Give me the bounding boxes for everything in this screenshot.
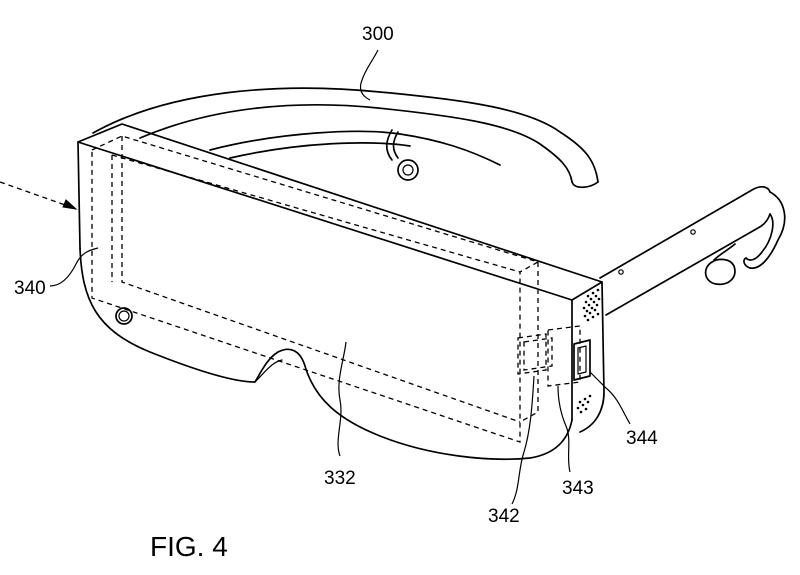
label-340: 340 [14, 247, 99, 299]
speaker-grille [576, 288, 601, 414]
svg-text:332: 332 [324, 468, 356, 489]
label-344: 344 [589, 371, 658, 449]
display-screen [91, 135, 540, 443]
svg-text:344: 344 [626, 428, 658, 449]
side-camera [115, 307, 133, 325]
figure-caption: FIG. 4 [150, 531, 228, 562]
label-343: 343 [557, 385, 594, 499]
label-342: 342 [488, 375, 535, 527]
svg-text:342: 342 [488, 506, 520, 527]
earbud-right [704, 243, 736, 286]
direction-arrow [0, 181, 78, 210]
svg-text:340: 340 [14, 278, 46, 299]
earbud-left [385, 129, 419, 181]
svg-text:300: 300 [362, 24, 394, 45]
connector-assembly [517, 325, 591, 387]
label-300: 300 [359, 24, 394, 101]
label-332: 332 [324, 341, 356, 489]
svg-text:343: 343 [562, 478, 594, 499]
temple-arm [599, 186, 786, 316]
goggle-housing [77, 123, 605, 460]
head-strap [92, 87, 599, 189]
